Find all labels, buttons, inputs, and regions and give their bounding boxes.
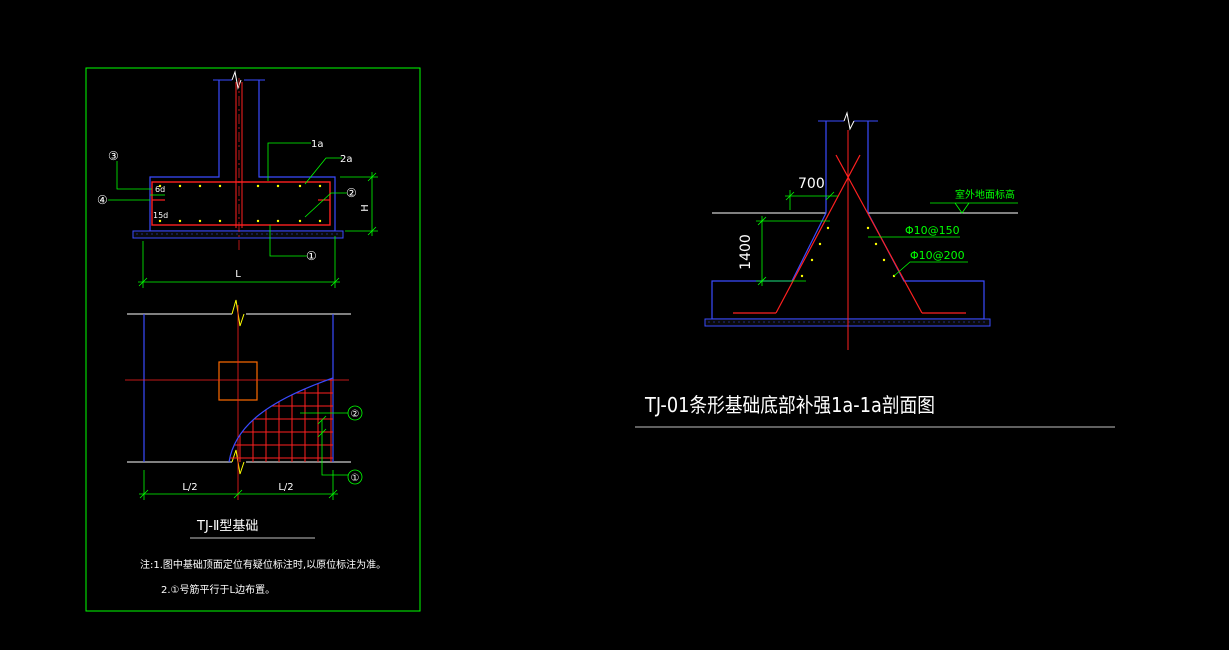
dim-700: 700 xyxy=(798,176,825,192)
elevation-marker xyxy=(954,202,970,214)
dim-1400: 1400 xyxy=(738,234,754,270)
blinding-layer xyxy=(132,230,344,239)
callout-2a: 2a xyxy=(340,154,353,165)
dim-15d: 15d xyxy=(153,211,168,220)
rebar-label-1: Φ10@150 xyxy=(905,224,960,237)
ground-elevation-label: 室外地面标高 xyxy=(955,188,1015,201)
leader-3 xyxy=(116,161,152,190)
rebar-diagonal-1 xyxy=(775,154,861,314)
plan-callout-1-circle xyxy=(347,469,363,485)
dim-6d: 6d xyxy=(155,185,165,194)
leader-1a xyxy=(267,142,311,181)
mesh-boundary xyxy=(228,377,334,463)
right-rebar-dots xyxy=(800,226,896,278)
leader-1 xyxy=(269,225,307,257)
dim-height: H xyxy=(360,204,371,212)
leader-rebar-2 xyxy=(893,261,968,277)
left-section-view: 6d 15d 1a 2a ② ③ ④ ① H L xyxy=(97,70,378,288)
dim-length: L xyxy=(235,269,241,280)
left-title: TJ-Ⅱ型基础 xyxy=(196,519,258,534)
callout-1: ① xyxy=(306,249,317,263)
callout-3: ③ xyxy=(108,149,119,163)
callout-1a: 1a xyxy=(311,139,324,150)
right-section-view: 700 1400 室外地面标高 Φ10@150 Φ10@200 xyxy=(704,111,1018,350)
rebar-cage xyxy=(151,181,331,226)
break-mark-top xyxy=(231,70,242,90)
callout-4: ④ xyxy=(97,193,108,207)
plan-callout-2: ② xyxy=(351,409,360,420)
break-mark-right xyxy=(843,111,855,131)
right-title: TJ-01条形基础底部补强1a-1a剖面图 xyxy=(644,393,935,417)
callout-2: ② xyxy=(346,186,357,200)
plan-callout-1: ① xyxy=(351,473,360,484)
plan-callout-2-circle xyxy=(347,405,363,421)
left-plan-view: ② ① L/2 L/2 xyxy=(125,299,363,500)
note-1: 注:1.图中基础顶面定位有疑位标注时,以原位标注为准。 xyxy=(140,558,386,571)
rebar-label-2: Φ10@200 xyxy=(910,249,965,262)
note-2: 2.①号筋平行于L边布置。 xyxy=(161,583,275,596)
dim-half-left: L/2 xyxy=(182,482,197,493)
leader-2a xyxy=(304,157,342,185)
leader-2 xyxy=(304,192,347,218)
left-sheet-frame xyxy=(85,67,421,612)
rebar-dots xyxy=(158,184,322,223)
rebar-diagonal-2 xyxy=(835,154,923,314)
dim-half-right: L/2 xyxy=(278,482,293,493)
